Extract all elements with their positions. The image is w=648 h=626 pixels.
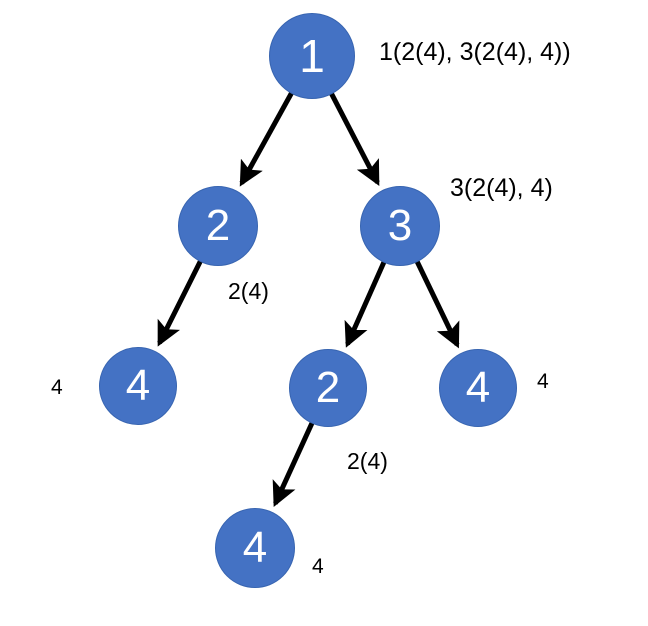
tree-edge bbox=[344, 260, 387, 348]
tree-edge bbox=[329, 92, 380, 187]
tree-node-label: 4 bbox=[125, 361, 151, 410]
annotation-a-n4a: 4 bbox=[51, 376, 63, 399]
tree-edge bbox=[157, 259, 203, 347]
annotation-a-n2b: 2(4) bbox=[347, 448, 388, 474]
edge-paths bbox=[157, 91, 460, 508]
tree-node-label: 4 bbox=[465, 363, 491, 412]
tree-node-n2[interactable]: 2 bbox=[178, 186, 258, 266]
tree-edge bbox=[239, 91, 294, 187]
annotation-a-n4b: 4 bbox=[537, 370, 549, 393]
tree-node-label: 2 bbox=[315, 363, 341, 412]
annotation-a-n2: 2(4) bbox=[228, 278, 269, 304]
tree-node-label: 2 bbox=[205, 201, 231, 250]
tree-node-n4c[interactable]: 4 bbox=[215, 508, 295, 588]
tree-node-label: 1 bbox=[299, 30, 325, 82]
annotation-a-n4c: 4 bbox=[312, 555, 324, 578]
tree-node-n1[interactable]: 1 bbox=[269, 13, 355, 99]
tree-node-n4b[interactable]: 4 bbox=[439, 349, 517, 427]
tree-node-n4a[interactable]: 4 bbox=[99, 347, 177, 425]
tree-edge bbox=[414, 260, 460, 349]
annotation-a-n3: 3(2(4), 4) bbox=[450, 174, 553, 202]
tree-edge bbox=[272, 421, 315, 508]
tree-node-n3[interactable]: 3 bbox=[360, 186, 440, 266]
tree-node-label: 4 bbox=[242, 523, 268, 572]
annotation-a-root: 1(2(4), 3(2(4), 4)) bbox=[379, 38, 571, 66]
tree-node-label: 3 bbox=[387, 201, 413, 250]
tree-node-n2b[interactable]: 2 bbox=[289, 349, 367, 427]
